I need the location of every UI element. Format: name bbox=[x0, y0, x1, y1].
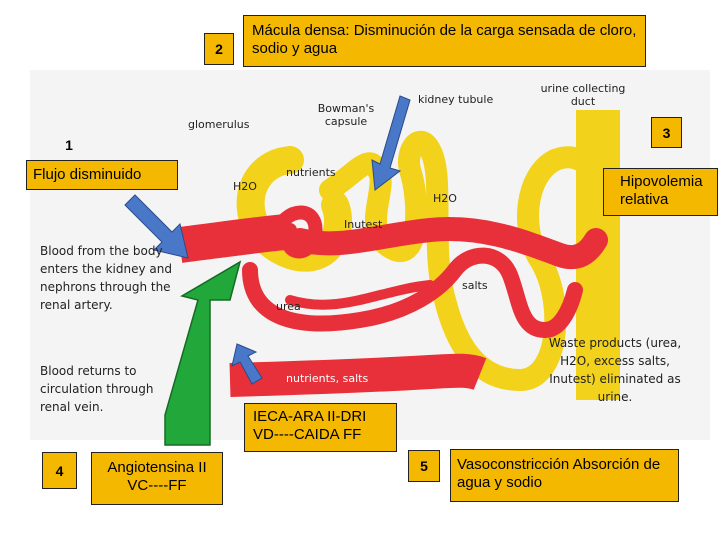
bowmans-capsule-label: Bowman's capsule bbox=[316, 102, 376, 128]
number-2-badge: 2 bbox=[204, 33, 234, 65]
number-4-badge: 4 bbox=[42, 452, 77, 489]
waste-products-text: Waste products (urea, H2O, excess salts,… bbox=[540, 334, 690, 406]
vasoconstriccion-callout: Vasoconstricción Absorción de agua y sod… bbox=[450, 449, 679, 502]
flujo-disminuido-callout: Flujo disminuido bbox=[26, 160, 178, 190]
salts-label: salts bbox=[462, 279, 488, 292]
hipovolemia-callout: Hipovolemia relativa bbox=[603, 168, 718, 216]
blood-from-text: Blood from the body enters the kidney an… bbox=[40, 242, 185, 314]
inutest-label: Inutest bbox=[344, 218, 382, 231]
h2o-left-label: H2O bbox=[233, 180, 257, 193]
nutrients-salts-label: nutrients, salts bbox=[286, 372, 368, 385]
h2o-right-label: H2O bbox=[433, 192, 457, 205]
nutrients-label: nutrients bbox=[286, 166, 336, 179]
number-1-badge: 1 bbox=[56, 134, 82, 156]
kidney-tubule-label: kidney tubule bbox=[418, 93, 493, 106]
angiotensina-callout: Angiotensina II VC----FF bbox=[91, 452, 223, 505]
urea-label: urea bbox=[276, 300, 301, 313]
number-5-badge: 5 bbox=[408, 450, 440, 482]
number-3-badge: 3 bbox=[651, 117, 682, 148]
urine-collecting-duct-label: urine collecting duct bbox=[538, 82, 628, 108]
macula-densa-callout: Mácula densa: Disminución de la carga se… bbox=[243, 15, 646, 67]
blood-returns-text: Blood returns to circulation through ren… bbox=[40, 362, 175, 416]
glomerulus-label: glomerulus bbox=[188, 118, 250, 131]
ieca-callout: IECA-ARA II-DRI VD----CAIDA FF bbox=[244, 403, 397, 452]
